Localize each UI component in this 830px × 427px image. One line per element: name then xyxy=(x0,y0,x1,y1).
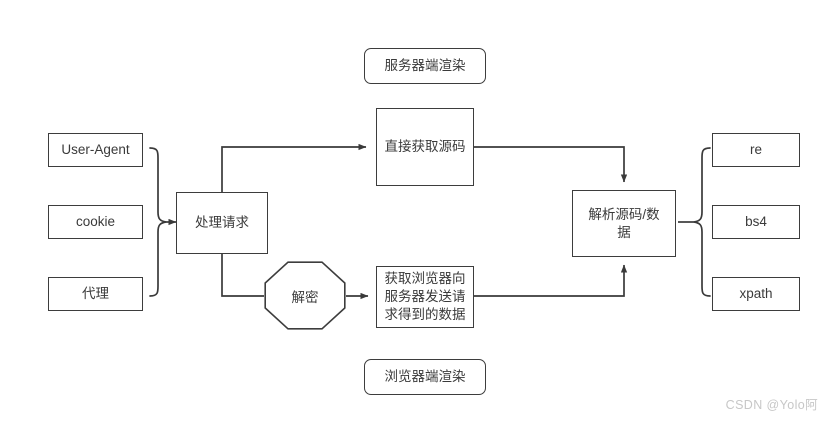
node-decrypt[interactable]: 解密 xyxy=(264,261,346,330)
node-direct-get-source-label: 直接获取源码 xyxy=(384,139,466,155)
edge-handle-to-direct-source xyxy=(221,143,367,192)
right-group-brace xyxy=(678,147,711,297)
node-browser-request-data[interactable]: 获取浏览器向 服务器发送请 求得到的数据 xyxy=(376,266,474,328)
node-user-agent-label: User-Agent xyxy=(61,142,130,158)
node-xpath[interactable]: xpath xyxy=(712,277,800,311)
left-group-brace xyxy=(149,147,177,297)
edge-direct-source-to-parse xyxy=(474,146,628,183)
node-xpath-label: xpath xyxy=(739,286,773,302)
node-proxy[interactable]: 代理 xyxy=(48,277,143,311)
node-decrypt-label: 解密 xyxy=(291,289,319,305)
node-parse-source-data-label: 解析源码/数 据 xyxy=(588,206,660,240)
node-handle-request-label: 处理请求 xyxy=(195,215,249,231)
edge-handle-to-decrypt xyxy=(221,254,264,297)
edge-browser-data-to-parse xyxy=(474,264,628,297)
node-browser-side-render-label: 浏览器端渲染 xyxy=(384,369,466,385)
node-direct-get-source[interactable]: 直接获取源码 xyxy=(376,108,474,186)
node-proxy-label: 代理 xyxy=(82,286,109,302)
node-re-label: re xyxy=(749,142,762,158)
watermark: CSDN @Yolo阿 xyxy=(725,398,818,412)
node-browser-request-data-label: 获取浏览器向 服务器发送请 求得到的数据 xyxy=(384,271,466,322)
node-bs4-label: bs4 xyxy=(745,214,767,230)
node-bs4[interactable]: bs4 xyxy=(712,205,800,239)
node-handle-request[interactable]: 处理请求 xyxy=(176,192,268,254)
node-cookie[interactable]: cookie xyxy=(48,205,143,239)
node-parse-source-data[interactable]: 解析源码/数 据 xyxy=(572,190,676,257)
node-user-agent[interactable]: User-Agent xyxy=(48,133,143,167)
node-browser-side-render[interactable]: 浏览器端渲染 xyxy=(364,359,486,395)
node-server-side-render-label: 服务器端渲染 xyxy=(384,58,466,74)
node-cookie-label: cookie xyxy=(75,214,116,230)
node-re[interactable]: re xyxy=(712,133,800,167)
octagon-shape xyxy=(264,261,346,330)
node-server-side-render[interactable]: 服务器端渲染 xyxy=(364,48,486,84)
